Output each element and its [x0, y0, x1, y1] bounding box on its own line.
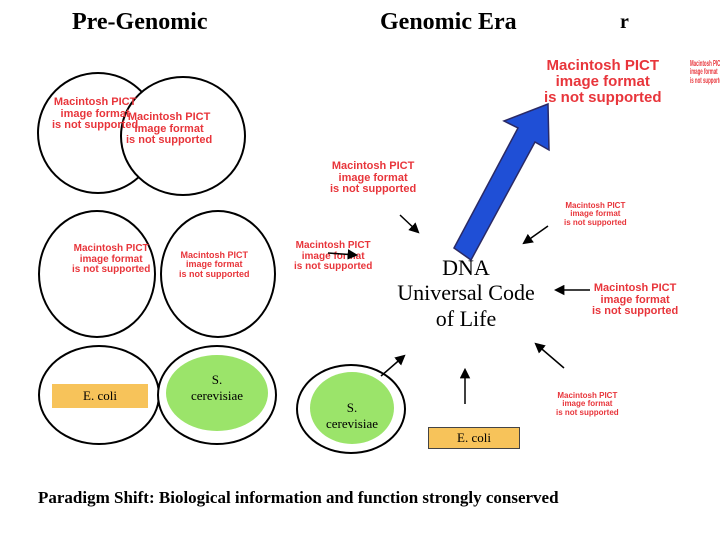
yeast-blob-genomic — [310, 372, 394, 444]
arrow-icon — [522, 225, 549, 245]
arrow-icon — [327, 249, 359, 260]
e-coli-label-pre: E. coli — [52, 384, 148, 408]
pre-genomic-circle-4 — [160, 210, 276, 338]
stray-heading-fragment: r — [620, 11, 629, 33]
genomic-era-heading: Genomic Era — [380, 9, 517, 35]
arrow-icon — [534, 342, 565, 369]
pre-genomic-circle-3 — [38, 210, 156, 338]
pre-genomic-circle-2 — [120, 76, 246, 196]
yeast-blob-pre — [166, 355, 268, 431]
blue-arrow-icon — [453, 102, 550, 262]
paradigm-shift-caption: Paradigm Shift: Biological information a… — [38, 488, 559, 507]
e-coli-label-genomic: E. coli — [428, 427, 520, 449]
arrow-icon — [380, 354, 406, 377]
pre-genomic-heading: Pre-Genomic — [72, 9, 208, 35]
s-cerevisiae-label-genomic: S.cerevisiae — [326, 400, 378, 431]
arrow-icon — [399, 214, 420, 234]
s-cerevisiae-label-pre: S.cerevisiae — [191, 372, 243, 403]
